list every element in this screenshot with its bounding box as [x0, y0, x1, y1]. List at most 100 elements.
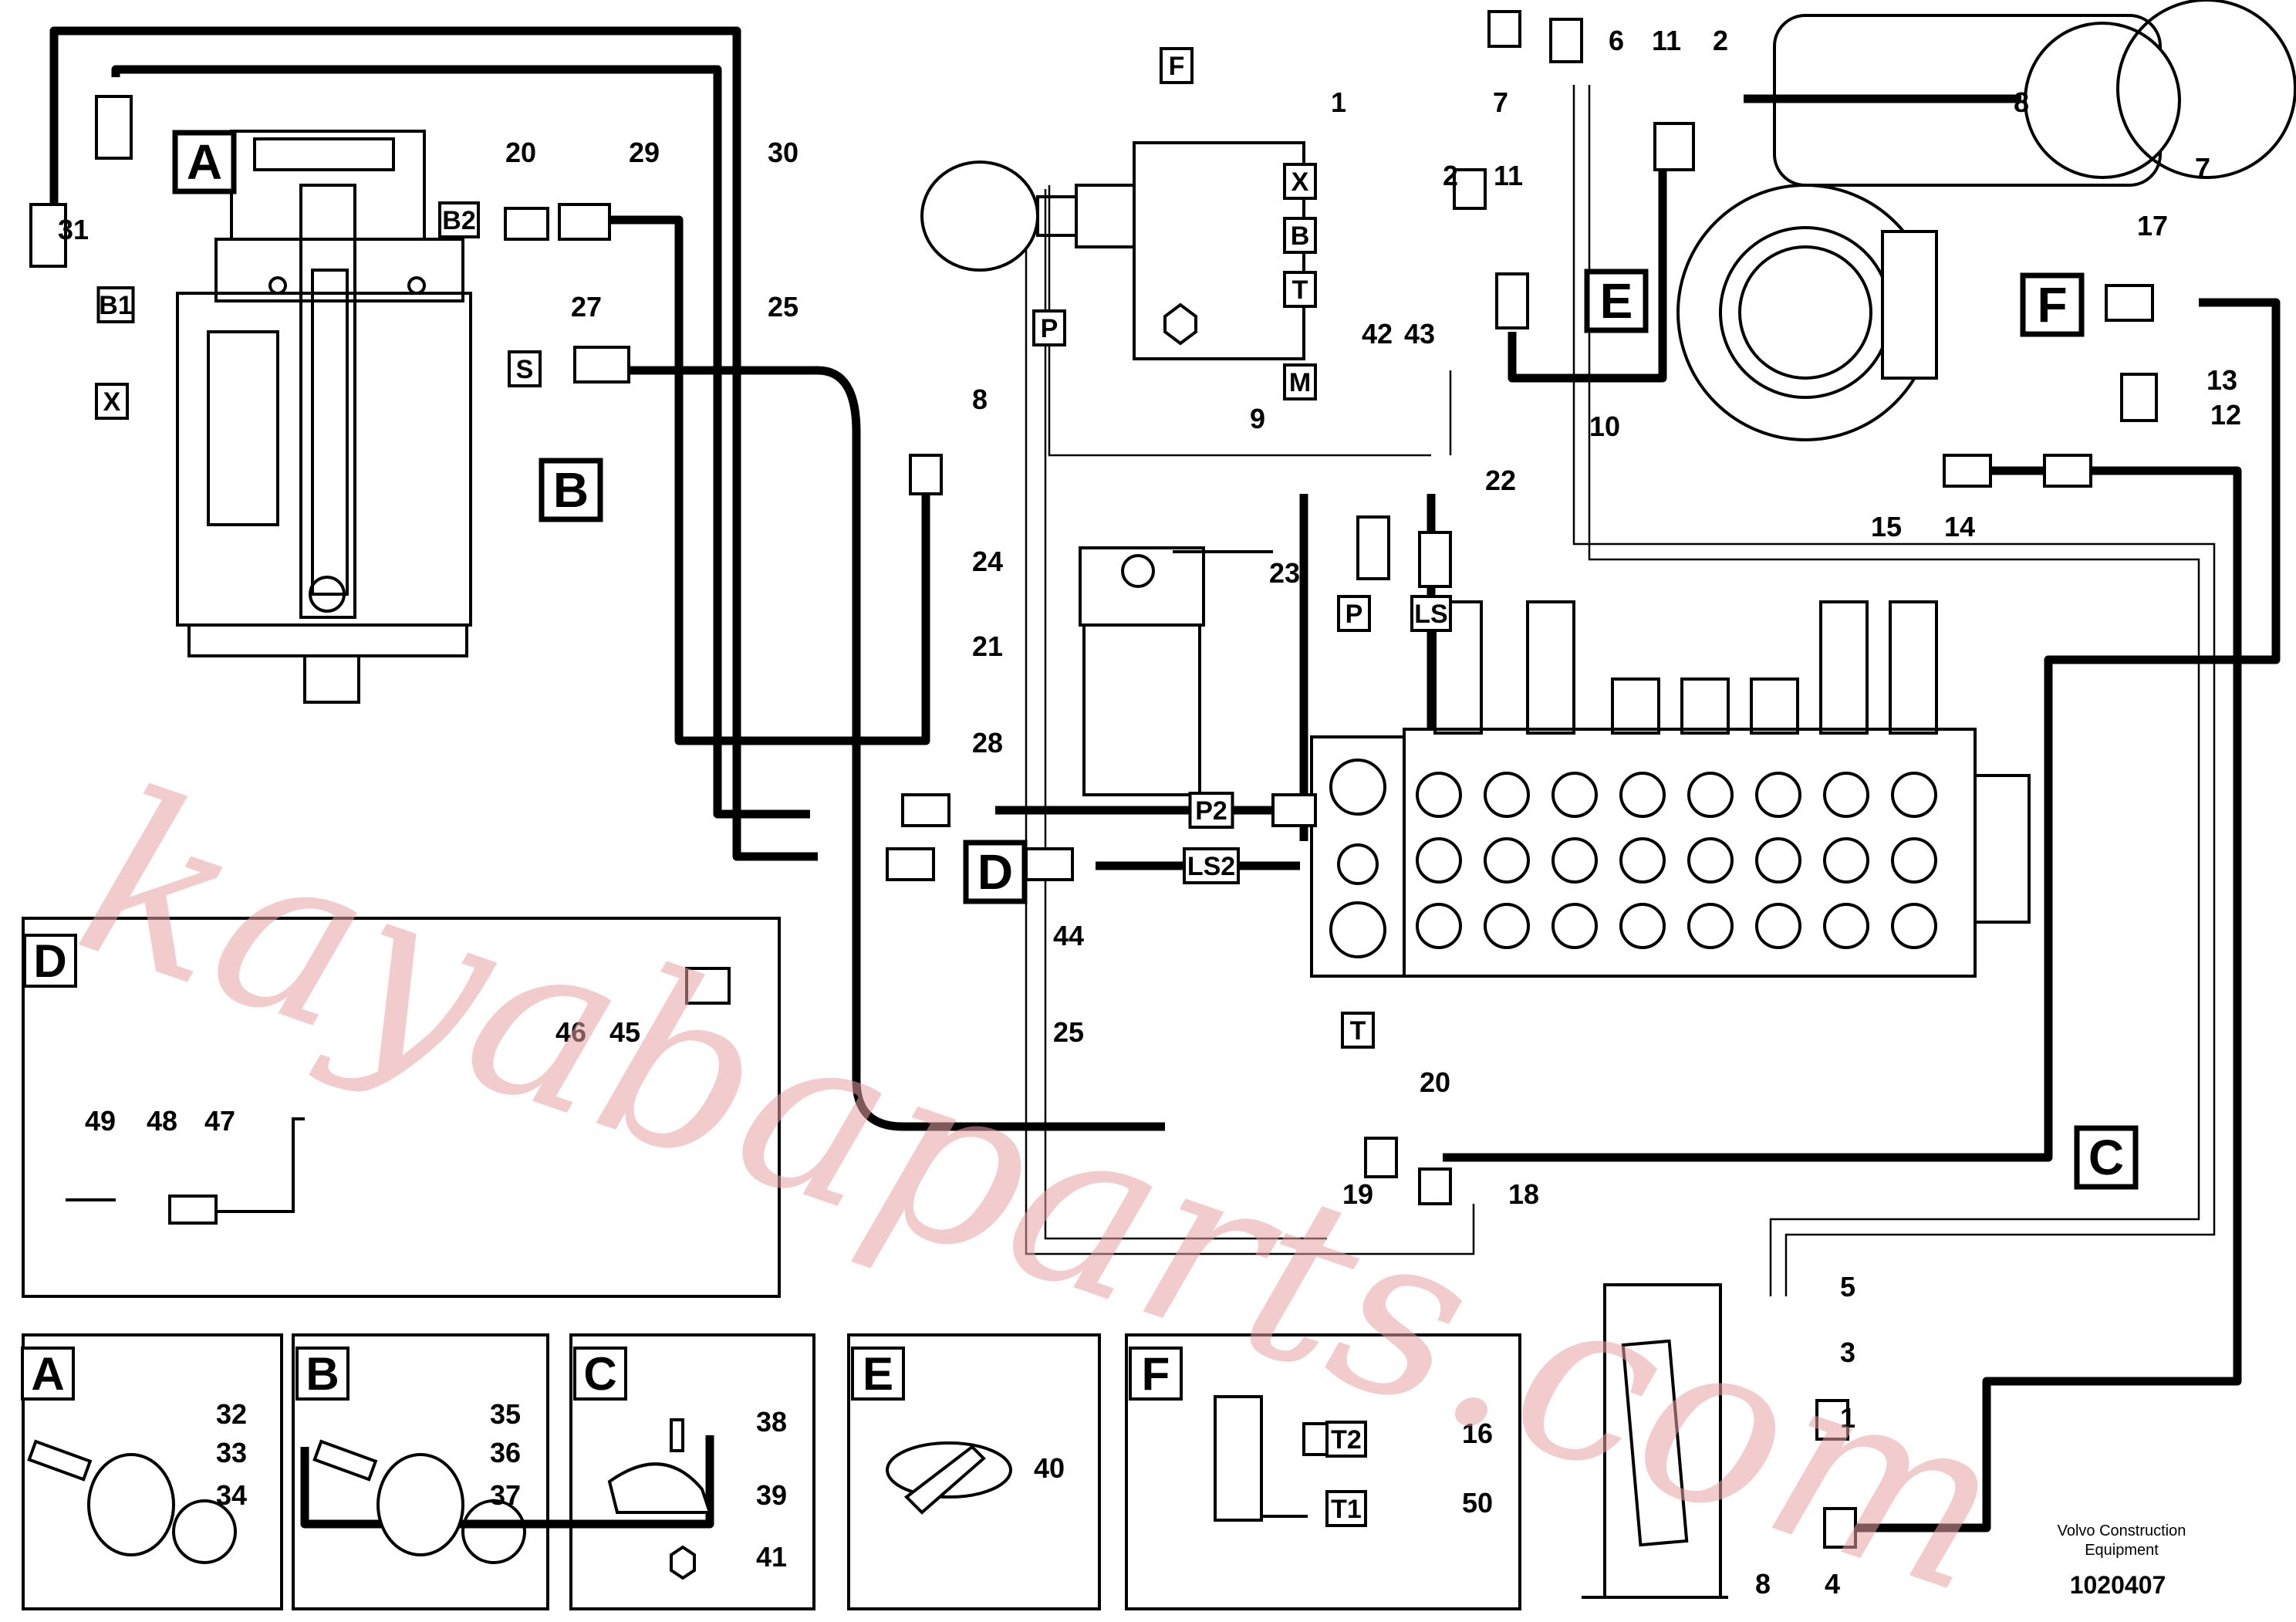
callout-25: 25	[768, 291, 799, 323]
panel-label-e: E	[851, 1347, 905, 1401]
port-label: P	[1041, 314, 1059, 343]
detail-ref-e: E	[1584, 269, 1649, 333]
callout-35: 35	[490, 1398, 521, 1430]
detail-ref-label: A	[187, 134, 222, 190]
port-t2: T2	[1325, 1421, 1367, 1458]
document-number: 1020407	[2070, 1571, 2166, 1599]
port-label: M	[1289, 368, 1311, 397]
port-label: X	[103, 387, 121, 417]
callout-22: 22	[1485, 465, 1516, 496]
detail-ref-label: D	[977, 844, 1013, 900]
port-p: P	[1337, 595, 1371, 632]
callout-44: 44	[1053, 920, 1084, 951]
detail-panel-b	[292, 1333, 549, 1610]
callout-13: 13	[2207, 364, 2237, 396]
valve-port-circle	[1484, 837, 1530, 884]
port-label: T	[1292, 275, 1308, 305]
callout-50: 50	[1462, 1487, 1493, 1519]
callout-34: 34	[216, 1479, 247, 1511]
port-box	[1188, 792, 1234, 829]
callout-3: 3	[1840, 1336, 1855, 1368]
panel-label-text: B	[306, 1348, 339, 1400]
callout-49: 49	[85, 1105, 116, 1137]
callout-5: 5	[1840, 1271, 1855, 1303]
callout-33: 33	[216, 1437, 247, 1468]
valve-port-circle	[1687, 772, 1734, 818]
panel-label-d: D	[23, 934, 77, 988]
callout-30: 30	[768, 137, 799, 168]
valve-port-circle	[1823, 837, 1869, 884]
callout-39: 39	[756, 1479, 787, 1511]
valve-port-circle	[1551, 837, 1598, 884]
valve-spool-ports	[1416, 772, 1937, 949]
callout-42: 42	[1362, 318, 1393, 350]
port-label: S	[516, 355, 534, 384]
valve-port-circle	[1416, 903, 1462, 949]
panel-label-c: C	[573, 1347, 627, 1401]
detail-ref-box	[1584, 269, 1649, 333]
panel-label-text: A	[31, 1348, 64, 1400]
callout-7: 7	[1493, 86, 1508, 118]
valve-port-circle	[1891, 903, 1937, 949]
detail-ref-label: B	[553, 462, 589, 518]
valve-port-circle	[1755, 772, 1801, 818]
port-x: X	[1283, 163, 1317, 200]
port-f: F	[1160, 47, 1194, 84]
callout-15: 15	[1871, 511, 1902, 542]
detail-ref-box	[539, 458, 603, 522]
callout-24: 24	[972, 546, 1003, 577]
valve-port-circle	[1416, 772, 1462, 818]
hydraulic-pump	[176, 130, 472, 704]
valve-port-circle	[1484, 772, 1530, 818]
thin-lines	[1025, 85, 2216, 1296]
port-label: T1	[1331, 1495, 1362, 1524]
callout-4: 4	[1825, 1568, 1840, 1600]
valve-port-circle	[1891, 772, 1937, 818]
panel-label-text: D	[33, 935, 66, 987]
port-label: P	[1346, 600, 1363, 629]
panel-label-a: A	[21, 1347, 75, 1401]
port-box	[96, 286, 135, 323]
port-box	[1183, 847, 1240, 884]
callout-19: 19	[1342, 1178, 1373, 1210]
panel-label-box	[573, 1347, 627, 1401]
port-label: LS2	[1187, 852, 1235, 881]
callout-6: 6	[1609, 25, 1624, 56]
detail-ref-b: B	[539, 458, 603, 522]
port-b: B	[1283, 217, 1317, 254]
callout-16: 16	[1462, 1418, 1493, 1449]
callout-8: 8	[972, 384, 988, 415]
port-p2: P2	[1188, 792, 1234, 829]
panel-label-box	[21, 1347, 75, 1401]
callout-37: 37	[490, 1479, 521, 1511]
callout-20: 20	[505, 137, 536, 168]
port-ls: LS	[1410, 595, 1452, 632]
detail-ref-f: F	[2020, 272, 2085, 337]
port-box	[1283, 271, 1317, 308]
detail-ref-label: C	[2088, 1130, 2124, 1185]
detail-panel-c	[569, 1333, 815, 1610]
port-box	[1337, 595, 1371, 632]
detail-ref-box	[2074, 1125, 2139, 1190]
port-box	[1032, 309, 1066, 346]
port-box	[438, 201, 480, 238]
callout-28: 28	[972, 727, 1003, 759]
callout-47: 47	[204, 1105, 235, 1137]
callout-46: 46	[555, 1016, 586, 1048]
valve-port-circle	[1755, 903, 1801, 949]
port-label: B	[1291, 221, 1310, 251]
port-b2: B2	[438, 201, 480, 238]
callout-8: 8	[2014, 86, 2029, 118]
valve-port-circle	[1484, 903, 1530, 949]
panel-label-box	[851, 1347, 905, 1401]
detail-ref-label: E	[1600, 273, 1633, 329]
port-label: F	[1169, 52, 1185, 81]
port-label: B1	[99, 291, 132, 320]
swivel-joint	[1676, 184, 1938, 441]
port-label: LS	[1414, 600, 1447, 629]
callout-23: 23	[1269, 557, 1300, 589]
port-label: P2	[1195, 796, 1227, 826]
